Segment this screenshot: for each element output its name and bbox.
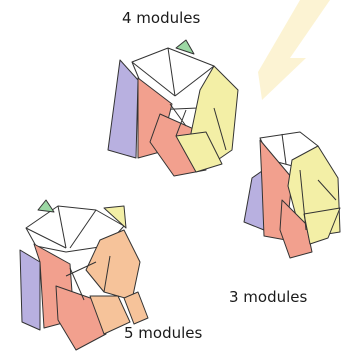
decorative-arrow [258,0,330,100]
five-purple-panel [20,250,40,330]
label-three-modules: 3 modules [229,288,307,306]
five-green-tip [38,200,54,212]
model-three-modules [244,132,340,258]
label-five-modules: 5 modules [124,324,202,342]
four-purple-panel [108,60,138,158]
label-four-modules: 4 modules [122,9,200,27]
model-four-modules [108,40,238,176]
